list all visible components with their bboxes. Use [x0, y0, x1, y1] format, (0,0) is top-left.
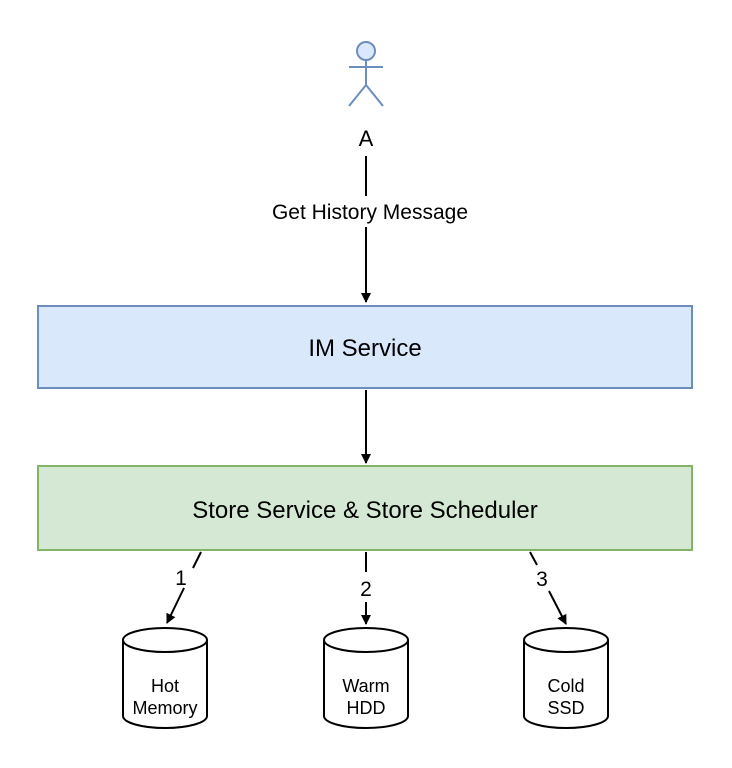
tier-label-3: 3 — [536, 568, 548, 591]
tier-edge-hot: 1 — [166, 551, 202, 624]
storage-hot-line2: Memory — [132, 698, 197, 718]
storage-hot-memory: Hot Memory — [122, 627, 208, 729]
person-icon — [348, 41, 384, 107]
im-service-label: IM Service — [308, 335, 421, 362]
storage-cold-line2: SSD — [547, 698, 584, 718]
im-service-box: IM Service — [37, 305, 693, 389]
store-service-label: Store Service & Store Scheduler — [192, 497, 538, 524]
tier-edge-warm: 2 — [360, 552, 372, 625]
actor-label: A — [359, 126, 374, 151]
storage-cold-line1: Cold — [547, 676, 584, 696]
storage-warm-line2: HDD — [347, 698, 386, 718]
tier-label-1: 1 — [175, 567, 187, 590]
request-edge-label: Get History Message — [272, 201, 468, 224]
tier-label-2: 2 — [360, 578, 372, 601]
store-service-box: Store Service & Store Scheduler — [37, 465, 693, 551]
storage-warm-line1: Warm — [342, 676, 389, 696]
storage-hot-line1: Hot — [151, 676, 179, 696]
storage-cold-ssd: Cold SSD — [523, 627, 609, 729]
storage-warm-hdd: Warm HDD — [323, 627, 409, 729]
tier-edge-cold: 3 — [529, 551, 567, 625]
